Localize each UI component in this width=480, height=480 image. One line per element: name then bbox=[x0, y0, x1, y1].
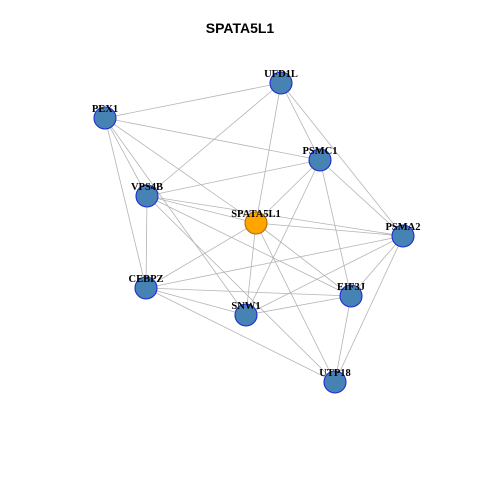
node-ufd1l: UFD1L bbox=[264, 69, 298, 95]
graph-title: SPATA5L1 bbox=[205, 20, 275, 36]
node-spata5l1: SPATA5L1 bbox=[231, 209, 281, 235]
edge-pex1-vps4b bbox=[104, 117, 148, 197]
node-circle-ufd1l bbox=[269, 71, 293, 95]
edge-pex1-psmc1 bbox=[104, 117, 321, 161]
node-vps4b: VPS4B bbox=[131, 182, 163, 208]
edge-eif3j-snw1 bbox=[245, 295, 352, 316]
edge-psma2-utp18 bbox=[334, 235, 404, 383]
node-label-pex1: PEX1 bbox=[92, 104, 118, 115]
edge-ufd1l-psma2 bbox=[280, 82, 404, 237]
node-psmc1: PSMC1 bbox=[303, 146, 338, 172]
node-cebpz: CEBPZ bbox=[128, 274, 164, 300]
node-label-cebpz: CEBPZ bbox=[128, 274, 163, 285]
edge-pex1-snw1 bbox=[104, 117, 247, 316]
node-label-spata5l1: SPATA5L1 bbox=[231, 209, 281, 220]
edge-psmc1-eif3j bbox=[319, 159, 352, 297]
node-label-psma2: PSMA2 bbox=[386, 222, 421, 233]
edge-pex1-cebpz bbox=[104, 117, 147, 289]
node-circle-eif3j bbox=[339, 284, 363, 308]
edge-cebpz-utp18 bbox=[145, 287, 336, 383]
node-label-psmc1: PSMC1 bbox=[303, 146, 338, 157]
edge-pex1-ufd1l bbox=[104, 82, 282, 119]
edge-pex1-spata5l1 bbox=[104, 117, 257, 224]
edge-psma2-eif3j bbox=[350, 235, 404, 297]
edge-spata5l1-eif3j bbox=[255, 222, 352, 297]
edge-spata5l1-psma2 bbox=[255, 222, 404, 237]
edge-vps4b-cebpz bbox=[145, 195, 148, 289]
edge-ufd1l-psmc1 bbox=[280, 82, 321, 161]
edge-vps4b-spata5l1 bbox=[146, 195, 257, 224]
node-label-utp18: UTP18 bbox=[319, 368, 351, 379]
node-circle-vps4b bbox=[135, 184, 159, 208]
edges-layer bbox=[104, 82, 404, 383]
edge-vps4b-utp18 bbox=[146, 195, 336, 383]
edge-ufd1l-spata5l1 bbox=[255, 82, 282, 224]
edge-psmc1-vps4b bbox=[146, 159, 321, 197]
edge-psmc1-psma2 bbox=[319, 159, 404, 237]
edge-spata5l1-snw1 bbox=[245, 222, 257, 316]
node-psma2: PSMA2 bbox=[386, 222, 421, 248]
node-circle-snw1 bbox=[234, 303, 258, 327]
node-circle-pex1 bbox=[93, 106, 117, 130]
node-circle-spata5l1 bbox=[244, 211, 268, 235]
edge-cebpz-eif3j bbox=[145, 287, 352, 297]
node-utp18: UTP18 bbox=[319, 368, 351, 394]
node-circle-psma2 bbox=[391, 224, 415, 248]
node-circle-utp18 bbox=[323, 370, 347, 394]
edge-psma2-snw1 bbox=[245, 235, 404, 316]
node-label-eif3j: EIF3J bbox=[337, 282, 365, 293]
node-circle-cebpz bbox=[134, 276, 158, 300]
edge-psmc1-spata5l1 bbox=[255, 159, 321, 224]
edge-psmc1-snw1 bbox=[245, 159, 321, 316]
node-label-vps4b: VPS4B bbox=[131, 182, 163, 193]
node-label-snw1: SNW1 bbox=[231, 301, 260, 312]
node-eif3j: EIF3J bbox=[337, 282, 365, 308]
edge-vps4b-psma2 bbox=[146, 195, 404, 237]
node-snw1: SNW1 bbox=[231, 301, 261, 327]
node-pex1: PEX1 bbox=[92, 104, 118, 130]
edge-cebpz-snw1 bbox=[145, 287, 247, 316]
edge-psma2-cebpz bbox=[145, 235, 404, 289]
node-circle-psmc1 bbox=[308, 148, 332, 172]
node-label-ufd1l: UFD1L bbox=[264, 69, 298, 80]
edge-eif3j-utp18 bbox=[334, 295, 352, 383]
edge-spata5l1-cebpz bbox=[145, 222, 257, 289]
edge-ufd1l-vps4b bbox=[146, 82, 282, 197]
edge-spata5l1-utp18 bbox=[255, 222, 336, 383]
